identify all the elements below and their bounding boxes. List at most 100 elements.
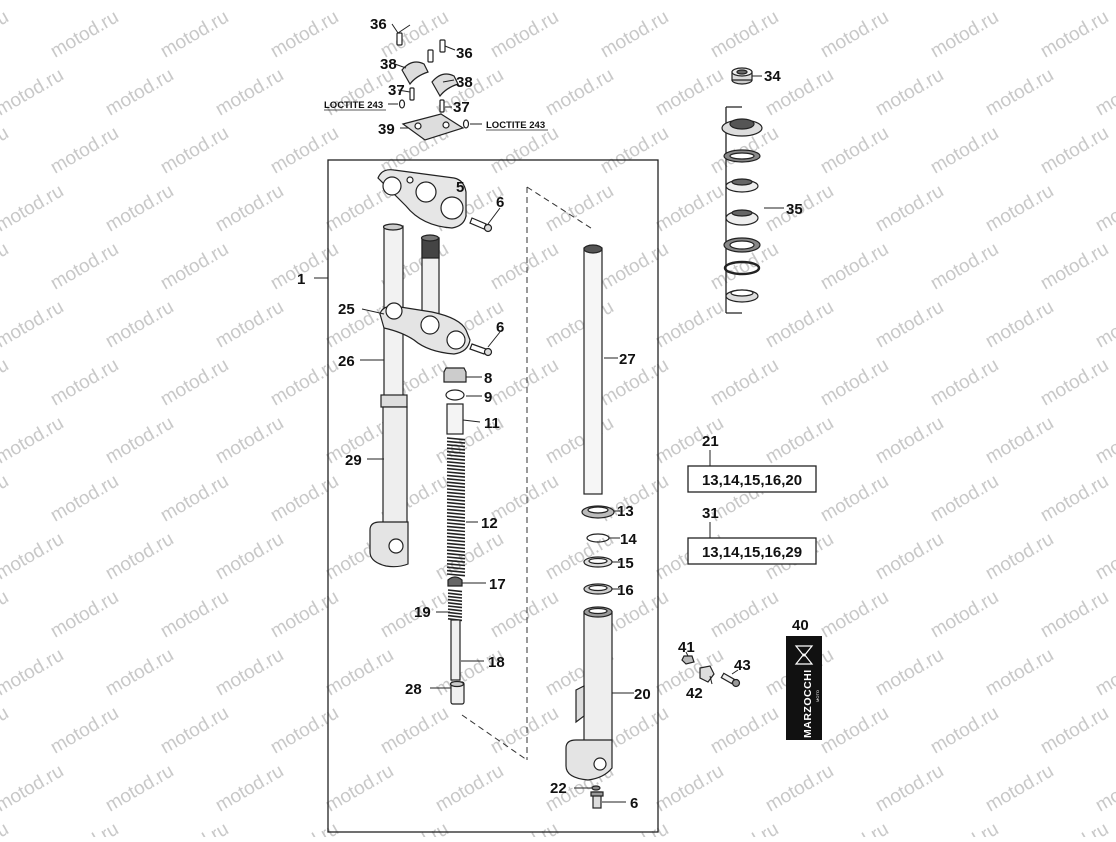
watermark-text: motod.ru xyxy=(597,471,672,527)
clamp-39 xyxy=(401,113,465,141)
watermark-text: motod.ru xyxy=(1092,65,1116,121)
part-17 xyxy=(447,576,463,587)
watermark-text: motod.ru xyxy=(982,413,1057,469)
watermark-text: motod.ru xyxy=(542,413,617,469)
watermark-text: motod.ru xyxy=(157,355,232,411)
watermark-text: motod.ru xyxy=(1037,587,1112,643)
part-41 xyxy=(681,655,695,665)
watermark-text: motod.ru xyxy=(377,7,452,63)
watermark-text: motod.ru xyxy=(1092,297,1116,353)
watermark-text: motod.ru xyxy=(267,587,342,643)
left-slider-29 xyxy=(382,406,408,528)
washer-22 xyxy=(591,785,601,791)
watermark-text: motod.ru xyxy=(707,587,782,643)
watermark-text: motod.ru xyxy=(322,761,397,817)
watermark-text: motod.ru xyxy=(487,819,562,837)
watermark-text: motod.ru xyxy=(102,181,177,237)
watermark-text: motod.ru xyxy=(0,239,12,295)
watermark-text: motod.ru xyxy=(1037,471,1112,527)
watermark-text: motod.ru xyxy=(927,355,1002,411)
callout-5: 5 xyxy=(456,179,464,196)
watermark-text: motod.ru xyxy=(212,181,287,237)
watermark-text: motod.ru xyxy=(102,0,177,4)
watermark-text: motod.ru xyxy=(157,471,232,527)
watermark-text: motod.ru xyxy=(1092,645,1116,701)
callout-15: 15 xyxy=(617,555,634,572)
watermark-text: motod.ru xyxy=(982,181,1057,237)
watermark-text: motod.ru xyxy=(0,819,12,837)
watermark-text: motod.ru xyxy=(487,7,562,63)
fork-cap-8 xyxy=(443,367,467,383)
axis-line-top xyxy=(526,186,595,231)
callout-1: 1 xyxy=(297,271,305,288)
callout-43: 43 xyxy=(734,657,751,674)
watermark-text: motod.ru xyxy=(1092,0,1116,4)
callout-21: 21 xyxy=(702,433,719,450)
watermark-text: motod.ru xyxy=(212,645,287,701)
watermark-text: motod.ru xyxy=(817,587,892,643)
bolt-6-top xyxy=(469,217,493,233)
steering-stem xyxy=(420,234,440,321)
watermark-text: motod.ru xyxy=(102,529,177,585)
watermark-text: motod.ru xyxy=(872,761,947,817)
watermark-text: motod.ru xyxy=(927,239,1002,295)
bolt-36-right-a xyxy=(427,49,434,63)
watermark-text: motod.ru xyxy=(707,7,782,63)
callout-38-right: 38 xyxy=(456,74,473,91)
watermark-text: motod.ru xyxy=(1037,703,1112,759)
callout-14: 14 xyxy=(620,531,637,548)
watermark-text: motod.ru xyxy=(597,123,672,179)
callout-9: 9 xyxy=(484,389,492,406)
bearing-cone-top xyxy=(725,178,759,193)
callout-39: 39 xyxy=(378,121,395,138)
watermark-text: motod.ru xyxy=(432,645,507,701)
watermark-text: motod.ru xyxy=(762,297,837,353)
watermark-text: motod.ru xyxy=(597,819,672,837)
callout-22: 22 xyxy=(550,780,567,797)
watermark-text: motod.ru xyxy=(0,645,67,701)
callout-20: 20 xyxy=(634,686,651,703)
watermark-text: motod.ru xyxy=(817,355,892,411)
callout-35: 35 xyxy=(786,201,803,218)
watermark-text: motod.ru xyxy=(267,819,342,837)
watermark-text: motod.ru xyxy=(432,761,507,817)
watermark-text: motod.ru xyxy=(762,761,837,817)
top-yoke-5 xyxy=(377,169,467,229)
watermark-text: motod.ru xyxy=(0,7,12,63)
watermark-text: motod.ru xyxy=(707,819,782,837)
bearing-cup-bottom xyxy=(725,289,759,303)
watermark-text: motod.ru xyxy=(487,703,562,759)
watermark-text: motod.ru xyxy=(927,7,1002,63)
watermark-text: motod.ru xyxy=(267,7,342,63)
callout-37-right: 37 xyxy=(453,99,470,116)
damper-rod-18 xyxy=(450,619,461,681)
watermark-text: motod.ru xyxy=(927,471,1002,527)
watermark-text: motod.ru xyxy=(47,355,122,411)
watermark-text: motod.ru xyxy=(212,297,287,353)
watermark-text: motod.ru xyxy=(0,529,67,585)
o-ring-9 xyxy=(445,389,465,401)
callout-29: 29 xyxy=(345,452,362,469)
kit-31-contents: 13,14,15,16,29 xyxy=(702,544,802,561)
watermark-text: motod.ru xyxy=(982,645,1057,701)
callout-38-left: 38 xyxy=(380,56,397,73)
callout-41: 41 xyxy=(678,639,695,656)
callout-6-bottom: 6 xyxy=(630,795,638,812)
watermark-text: motod.ru xyxy=(597,7,672,63)
watermark-text: motod.ru xyxy=(47,819,122,837)
callout-25: 25 xyxy=(338,301,355,318)
callout-37-left: 37 xyxy=(388,82,405,99)
bottom-yoke-25 xyxy=(379,302,471,355)
bolt-37-right xyxy=(439,99,445,113)
spring-coil xyxy=(447,589,463,622)
watermark-text: motod.ru xyxy=(0,181,67,237)
watermark-text: motod.ru xyxy=(47,703,122,759)
callout-42: 42 xyxy=(686,685,703,702)
bolt-36-left xyxy=(396,32,403,46)
watermark-text: motod.ru xyxy=(1037,355,1112,411)
watermark-text: motod.ru xyxy=(267,471,342,527)
watermark-text: motod.ru xyxy=(872,645,947,701)
watermark-text: motod.ru xyxy=(102,297,177,353)
